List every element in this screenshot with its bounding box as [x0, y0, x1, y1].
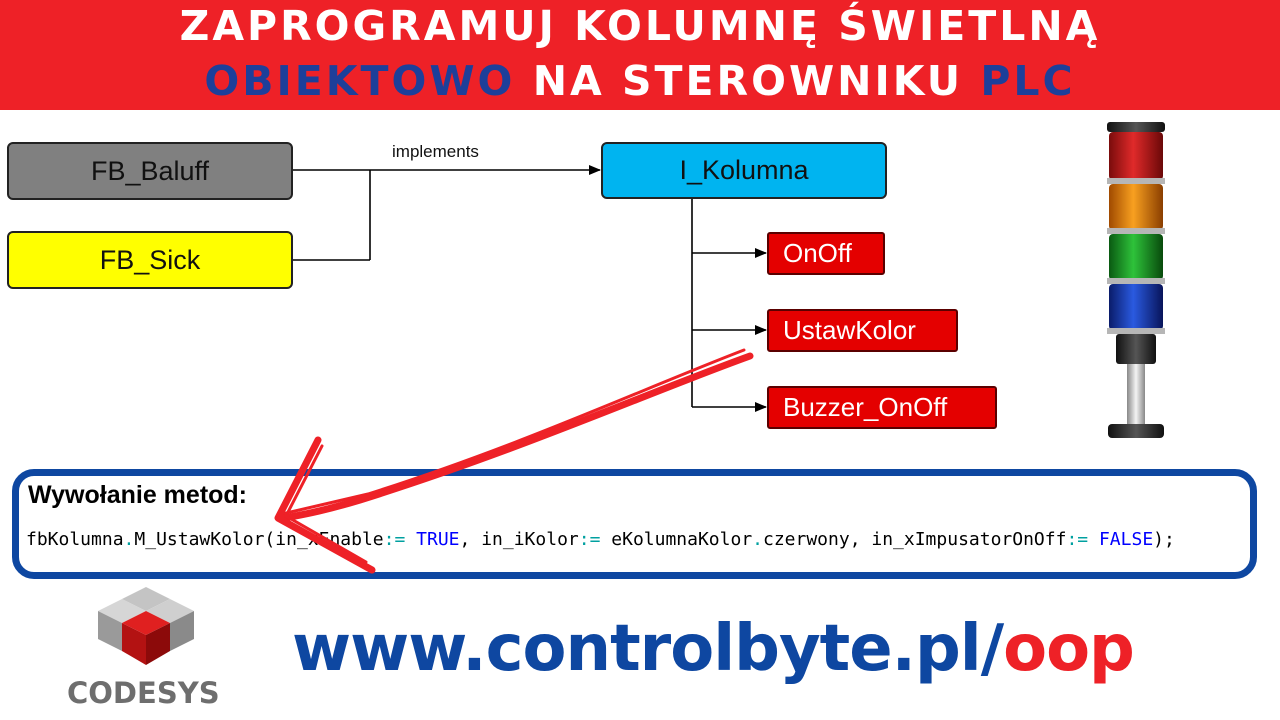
code-token: M_UstawKolor(in_xEnable	[134, 529, 384, 550]
implements-label: implements	[392, 142, 479, 161]
codesys-logo-icon	[98, 587, 194, 665]
method-ustawkolor: UstawKolor	[767, 309, 958, 352]
code-token: .	[123, 529, 135, 550]
code-token: , in_iKolor	[459, 529, 579, 550]
header-word-obiektowo: OBIEKTOWO	[204, 57, 516, 105]
code-token: eKolumnaKolor	[600, 529, 753, 550]
block-fb-baluff: FB_Baluff	[7, 142, 293, 200]
code-token	[1088, 529, 1099, 550]
header-title-line1: ZAPROGRAMUJ KOLUMNĘ ŚWIETLNĄ	[179, 2, 1101, 50]
code-token: );	[1153, 529, 1175, 550]
header-title-line2: OBIEKTOWO NA STEROWNIKU PLC	[0, 57, 1280, 105]
code-token: :=	[578, 529, 601, 550]
interface-i-kolumna: I_Kolumna	[601, 142, 887, 199]
url-end: oop	[1003, 612, 1135, 686]
header-word-plc: PLC	[980, 57, 1076, 105]
url-main: www.controlbyte.pl/	[292, 612, 1004, 686]
header-banner: ZAPROGRAMUJ KOLUMNĘ ŚWIETLNĄ OBIEKTOWO N…	[0, 0, 1280, 110]
code-token: czerwony, in_xImpusatorOnOff	[763, 529, 1067, 550]
code-token: fbKolumna	[26, 529, 124, 550]
code-token	[405, 529, 416, 550]
block-fb-sick: FB_Sick	[7, 231, 293, 289]
code-line: fbKolumna.M_UstawKolor(in_xEnable:= TRUE…	[26, 529, 1175, 550]
method-onoff: OnOff	[767, 232, 885, 275]
header-word-mid: NA STEROWNIKU	[515, 57, 981, 105]
code-token: .	[752, 529, 763, 550]
code-token: :=	[383, 529, 406, 550]
code-token: TRUE	[416, 529, 460, 550]
method-buzzer-onoff: Buzzer_OnOff	[767, 386, 997, 429]
signal-tower-image	[1107, 122, 1165, 438]
code-token: FALSE	[1098, 529, 1154, 550]
code-token: :=	[1066, 529, 1089, 550]
codesys-logo-text: CODESYS	[67, 676, 220, 710]
code-title: Wywołanie metod:	[28, 481, 248, 509]
website-url[interactable]: www.controlbyte.pl/oop	[292, 612, 1135, 686]
